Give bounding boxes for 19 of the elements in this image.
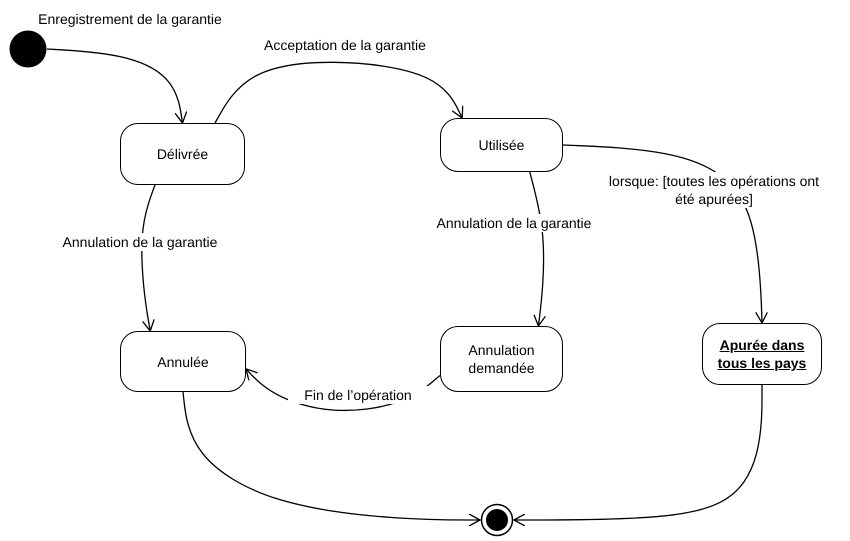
transition-arrow (529, 172, 546, 327)
transition-arrow (214, 62, 464, 124)
transition-arrow (513, 385, 763, 527)
state-name: Utilisée (478, 136, 524, 154)
transition-arrow (182, 392, 481, 527)
state-box (120, 331, 246, 392)
transition-arrow (46, 48, 188, 124)
state-name: Apurée dans tous les pays (716, 336, 808, 372)
state-name: Annulation demandée (467, 341, 536, 377)
transition-label: Fin de l’opération (288, 386, 428, 404)
state-name: Délivrée (156, 145, 208, 163)
state-box (440, 118, 563, 172)
state-box (702, 323, 822, 385)
initial-state-dot (9, 30, 47, 68)
final-state-bullseye (480, 503, 514, 537)
transition-arrow (141, 184, 156, 332)
state-name: Annulée (157, 352, 209, 370)
state-box (120, 123, 245, 185)
state-box (440, 326, 563, 392)
